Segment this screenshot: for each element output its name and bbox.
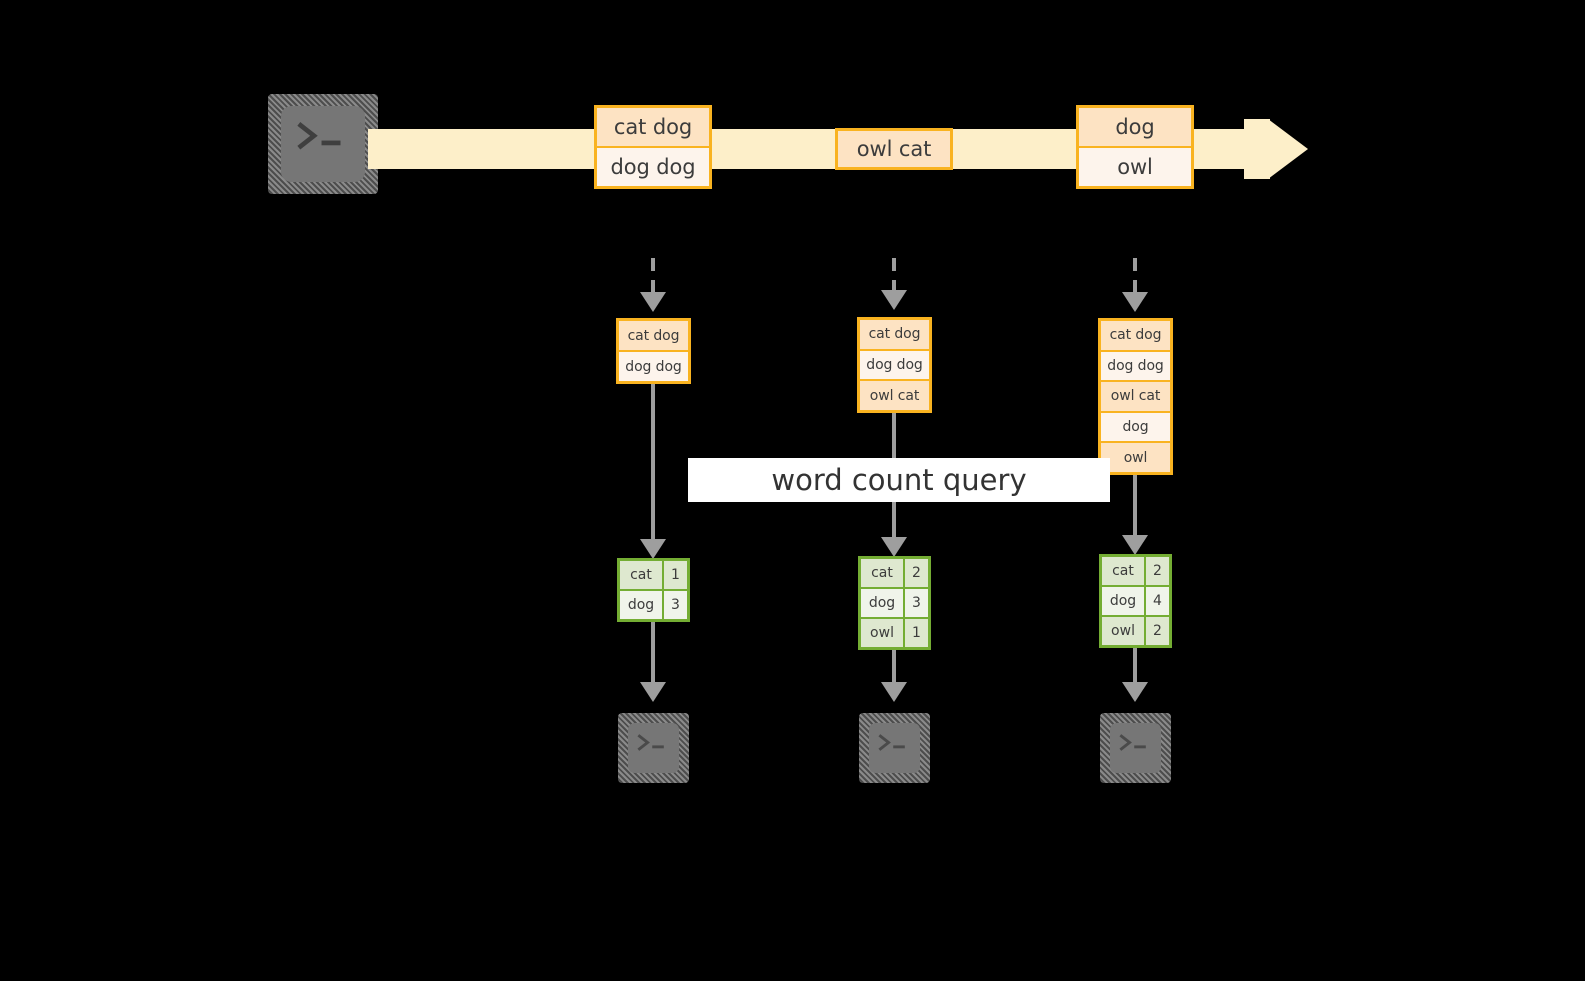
snapshot-2-sink-connector [892,650,896,690]
result-row: cat 1 [620,561,687,591]
result-word: owl [861,619,905,647]
result-row: cat 2 [861,559,928,589]
accumulated-line: dog dog [619,352,688,381]
result-count: 4 [1146,587,1169,615]
stream-event-line: owl [1079,148,1191,186]
snapshot-3-accumulated[interactable]: cat dog dog dog owl cat dog owl [1098,318,1173,475]
result-count: 2 [1146,557,1169,585]
stream-event-2[interactable]: owl cat [835,128,953,170]
stream-event-line: cat dog [597,108,709,148]
snapshot-trigger-arrowhead-icon [1122,292,1148,312]
accumulated-line: cat dog [1101,321,1170,352]
snapshot-3-query-arrowhead-icon [1122,535,1148,555]
snapshot-trigger-arrowhead-icon [881,290,907,310]
query-label: word count query [688,458,1110,502]
accumulated-line: dog [1101,412,1170,444]
result-word: dog [1102,587,1146,615]
result-word: cat [620,561,664,589]
accumulated-line: cat dog [860,320,929,351]
snapshot-1-sink-connector [651,622,655,690]
snapshot-trigger-connector [651,258,655,300]
snapshot-1-query-connector [651,384,655,549]
result-row: owl 1 [861,619,928,647]
result-count: 1 [664,561,687,589]
snapshot-1-result-table[interactable]: cat 1 dog 3 [617,558,690,622]
stream-event-3[interactable]: dog owl [1076,105,1194,189]
prompt-glyph-icon [636,730,671,756]
terminal-screen [868,722,921,774]
stream-event-line: dog [1079,108,1191,148]
result-word: owl [1102,617,1146,645]
result-count: 1 [905,619,928,647]
result-count: 3 [664,591,687,619]
result-row: owl 2 [1102,617,1169,645]
accumulated-line: owl [1101,443,1170,472]
result-count: 3 [905,589,928,617]
result-row: dog 3 [861,589,928,619]
snapshot-trigger-connector [892,258,896,298]
snapshot-2-accumulated[interactable]: cat dog dog dog owl cat [857,317,932,413]
snapshot-2-result-table[interactable]: cat 2 dog 3 owl 1 [858,556,931,650]
result-word: cat [1102,557,1146,585]
terminal-screen [627,722,680,774]
stream-event-1[interactable]: cat dog dog dog [594,105,712,189]
prompt-glyph-icon [1118,730,1153,756]
accumulated-line: owl cat [860,381,929,411]
result-count: 2 [905,559,928,587]
snapshot-1-accumulated[interactable]: cat dog dog dog [616,318,691,384]
snapshot-trigger-arrowhead-icon [640,292,666,312]
snapshot-1-sink-terminal-icon [618,713,689,783]
snapshot-3-sink-terminal-icon [1100,713,1171,783]
terminal-screen [1109,722,1162,774]
snapshot-3-sink-arrowhead-icon [1122,682,1148,702]
prompt-glyph-icon [877,730,912,756]
snapshot-2-query-arrowhead-icon [881,537,907,557]
result-word: dog [620,591,664,619]
stream-arrowhead-icon [1268,119,1308,179]
stream-event-line: dog dog [597,148,709,186]
snapshot-trigger-connector [1133,258,1137,300]
stream-event-line: owl cat [838,131,950,167]
result-row: cat 2 [1102,557,1169,587]
result-word: cat [861,559,905,587]
snapshot-2-sink-terminal-icon [859,713,930,783]
snapshot-2-sink-arrowhead-icon [881,682,907,702]
source-terminal-icon [268,94,378,194]
accumulated-line: owl cat [1101,382,1170,413]
stream-timeline-head-shaft [1244,119,1270,179]
snapshot-1-sink-arrowhead-icon [640,682,666,702]
accumulated-line: dog dog [1101,351,1170,383]
snapshot-3-query-connector [1133,475,1137,545]
result-row: dog 4 [1102,587,1169,617]
prompt-glyph-icon [295,117,352,157]
result-word: dog [861,589,905,617]
snapshot-3-sink-connector [1133,648,1137,690]
terminal-screen [281,106,365,182]
snapshot-1-query-arrowhead-icon [640,539,666,559]
accumulated-line: cat dog [619,321,688,352]
snapshot-3-result-table[interactable]: cat 2 dog 4 owl 2 [1099,554,1172,648]
result-count: 2 [1146,617,1169,645]
result-row: dog 3 [620,591,687,619]
accumulated-line: dog dog [860,350,929,382]
